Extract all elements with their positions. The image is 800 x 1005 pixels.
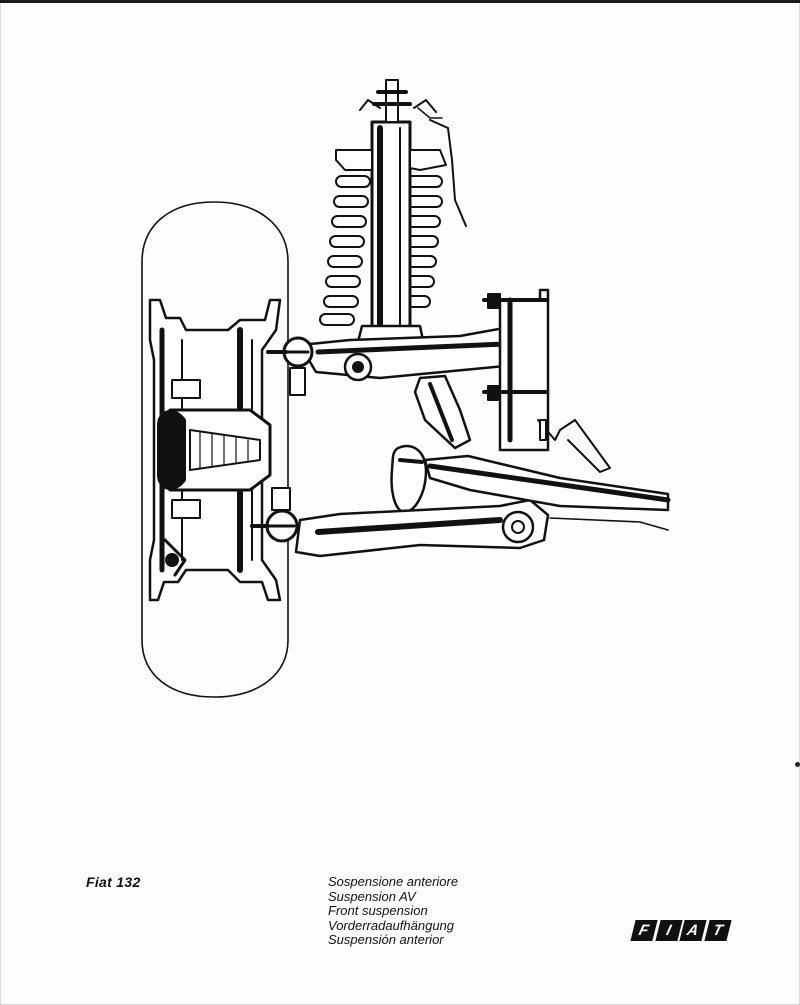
caption-block: Sospensione anteriore Suspension AV Fron… <box>328 874 459 948</box>
stabilizer-link <box>390 374 472 514</box>
logo-letter: T <box>703 920 731 941</box>
model-name: Fiat 132 <box>86 874 141 890</box>
caption-english: Front suspension <box>328 903 428 918</box>
edge-mark <box>795 762 800 767</box>
lower-control-arm <box>250 487 550 558</box>
fiat-logo: F I A T <box>630 920 731 941</box>
caption-german: Vorderradaufhängung <box>328 917 455 933</box>
logo-letter: A <box>679 920 707 941</box>
chassis-bracket <box>482 288 611 473</box>
caption-spanish: Suspensión anterior <box>328 932 444 947</box>
logo-letter: F <box>630 920 658 941</box>
hub-assembly <box>157 379 272 577</box>
logo-letter: I <box>654 920 682 941</box>
caption-french: Suspension AV <box>328 888 416 904</box>
tyre-outline <box>141 201 289 698</box>
caption-italian: Sospensione anteriore <box>328 874 459 889</box>
print-top-edge <box>0 0 800 3</box>
suspension-diagram <box>141 79 671 698</box>
crossmember <box>423 454 671 531</box>
